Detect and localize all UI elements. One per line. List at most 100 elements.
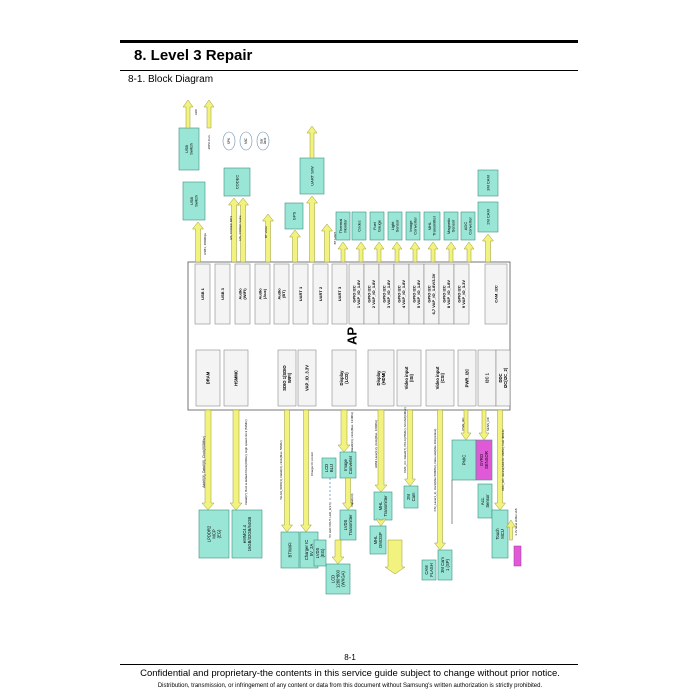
arrow-image-converter [341, 477, 355, 511]
ap-bottom-port-1 [223, 349, 249, 407]
signal-label-3: I2S, CODEC MP3 [229, 216, 233, 240]
arrow-uart2 [305, 195, 319, 263]
arrow-dram [201, 409, 215, 511]
arrow-level-shifter [506, 519, 516, 541]
ap-top-port-label-8: GPIO I2C1 VAP_IO_1.8V [352, 280, 362, 308]
arrow-hdmi-out [384, 539, 406, 575]
ap-bottom-port-8 [457, 349, 477, 407]
top-chip-5-label: ThermalMonitor [338, 219, 348, 234]
arrow-cam-i2c [481, 233, 495, 263]
top-chip-1-label: USBSwitch [189, 195, 199, 207]
ap-top-port-label-12: GPIO I2C5 VAP_IO_1.8V [412, 280, 422, 308]
ap-top-port-3 [254, 263, 271, 325]
ap-top-port-label-10: GPIO I2C3 VAP_IO_1.8V [382, 280, 392, 308]
header-bottom-rule [120, 70, 578, 71]
ap-top-port-label-14: GPIO I2C8 VAP_IO_1.8V [442, 280, 452, 308]
signal-label-15: PWR_I2C [461, 418, 465, 431]
signal-label-10: Charger IC control [310, 452, 314, 476]
bottom-chip-4 [321, 457, 337, 479]
signal-label-8: Data0(7), Boot & default Clock(26MHz), H… [244, 419, 248, 504]
arrow-uart-sw-up [306, 125, 318, 159]
top-chip-4-label: GPS [291, 211, 296, 220]
ap-bottom-port-label-5: Display(HDMI) [376, 370, 386, 386]
arrow-audio-bt [261, 213, 275, 263]
footer-rule [120, 664, 578, 665]
arrow-30pin [203, 99, 215, 129]
top-chip-8 [387, 211, 403, 241]
level-shifter-marker [513, 545, 522, 567]
footer-confidential-notice: Confidential and proprietary-the content… [140, 668, 560, 679]
bottom-chip-16-label: LCD1280*800(WXGA) [331, 569, 346, 588]
bottom-chip-12 [451, 439, 477, 481]
page-title: 8. Level 3 Repair [134, 47, 253, 64]
bottom-chip-14-label: Acc.Sensor [480, 494, 490, 508]
arrow-lcd-panel [331, 539, 345, 565]
bottom-chip-6-label: LVDSTransmitter [343, 514, 353, 536]
top-chip-13-label: 3M CAM [485, 175, 490, 191]
bottom-chip-11 [437, 549, 453, 581]
arrow-hdmi [374, 409, 388, 493]
ap-bottom-port-5 [367, 349, 395, 407]
top-chip-2-label: CODEC [234, 175, 239, 190]
top-chip-12 [460, 211, 476, 241]
ap-bottom-port-label-0: DRAM [205, 371, 210, 384]
ap-bottom-port-label-10: DDCI2C(I2C_2) [498, 367, 508, 388]
top-chip-1 [182, 181, 206, 221]
top-chip-4 [284, 202, 304, 230]
bottom-chip-17 [313, 539, 327, 567]
ap-bottom-port-0 [195, 349, 221, 407]
round-part-0 [222, 131, 236, 151]
ap-bottom-port-label-6: Video input(ISI) [404, 366, 414, 389]
ap-bottom-port-label-1: HSMMC [233, 370, 238, 386]
signal-label-13: CMF_XX, Data0(7), PCLK(70Mhz), M.CAM(XMH… [403, 407, 407, 472]
top-chip-10-label: MHLTransmitter [427, 215, 437, 236]
arrow-hsmmc [229, 409, 243, 511]
ap-bottom-port-label-9: I2C 1 [484, 372, 489, 383]
bottom-chip-17-label: LVDS(EG) [315, 547, 325, 558]
top-chip-14-label: 2M CAM [485, 209, 490, 225]
arrow-i2c1 [478, 409, 490, 441]
ap-bottom-port-label-3: VAP_IO_3.3V [304, 365, 309, 391]
arrow-i2c-5 [427, 241, 439, 263]
ap-label: AP [345, 327, 360, 345]
header-top-rule [120, 40, 578, 43]
ap-top-port-5 [292, 263, 309, 325]
bottom-chip-3-label: Charger IC5V_2A [304, 540, 314, 560]
signal-label-20: 3.3V level shifter x1B [514, 508, 518, 535]
ap-top-port-label-6: UART 2 [318, 286, 323, 301]
ap-top-port-label-9: GPIO I2C2 VAP_IO_1.8V [367, 280, 377, 308]
ap-top-port-label-5: UART 1 [298, 286, 303, 301]
ap-top-port-label-11: GPIO I2C4 VAP_IO_1.8V [397, 280, 407, 308]
top-chip-3-label: UART S/W [309, 166, 314, 186]
ap-bottom-port-3 [297, 349, 317, 407]
signal-label-1: 30Pin Con. [207, 134, 211, 149]
section-subtitle: 8-1. Block Diagram [128, 74, 214, 85]
signal-label-14: CSI_Lane(1_2), clock(Max.500Mhz), Data r… [433, 429, 437, 512]
ap-top-port-label-13: GPIO I2C6,7 VAP_IO_1.8V/3.3V [427, 273, 437, 314]
bottom-chip-12-label: PMIC [461, 455, 466, 465]
top-chip-5 [335, 211, 351, 241]
ap-top-port-label-16: CAM_I2C [493, 285, 498, 303]
ap-top-port-4 [273, 263, 290, 325]
ap-top-port-15 [453, 263, 470, 325]
arrow-ddc-i2c [493, 409, 507, 511]
signal-label-6: BT UART [333, 231, 337, 244]
top-chip-13 [477, 169, 499, 197]
bottom-chip-13-label: GYROSENSOR [479, 451, 489, 469]
round-part-label-2: EarJack [259, 137, 267, 144]
bottom-chip-10-label: CAMFLASH [424, 563, 434, 577]
page-number: 8-1 [344, 653, 356, 662]
ap-bottom-port-label-4: Display(LCD) [339, 370, 349, 386]
ap-top-port-label-3: Audio(Aux) [258, 288, 268, 300]
arrow-i2c-3 [391, 241, 403, 263]
bottom-chip-16 [325, 563, 351, 595]
ap-top-port-label-0: USB 1 [200, 287, 205, 300]
bottom-chip-4-label: LCDBLU [324, 464, 334, 472]
bottom-chip-9-label: 2MCam [406, 492, 416, 501]
round-part-2 [256, 131, 270, 151]
top-chip-2 [223, 167, 251, 197]
bottom-chip-0 [198, 509, 230, 559]
signal-label-18: 5V LED VOUT, LED_K(1:6) [328, 502, 332, 537]
arrow-i2c-1 [355, 241, 367, 263]
arrow-sdio [280, 409, 294, 533]
